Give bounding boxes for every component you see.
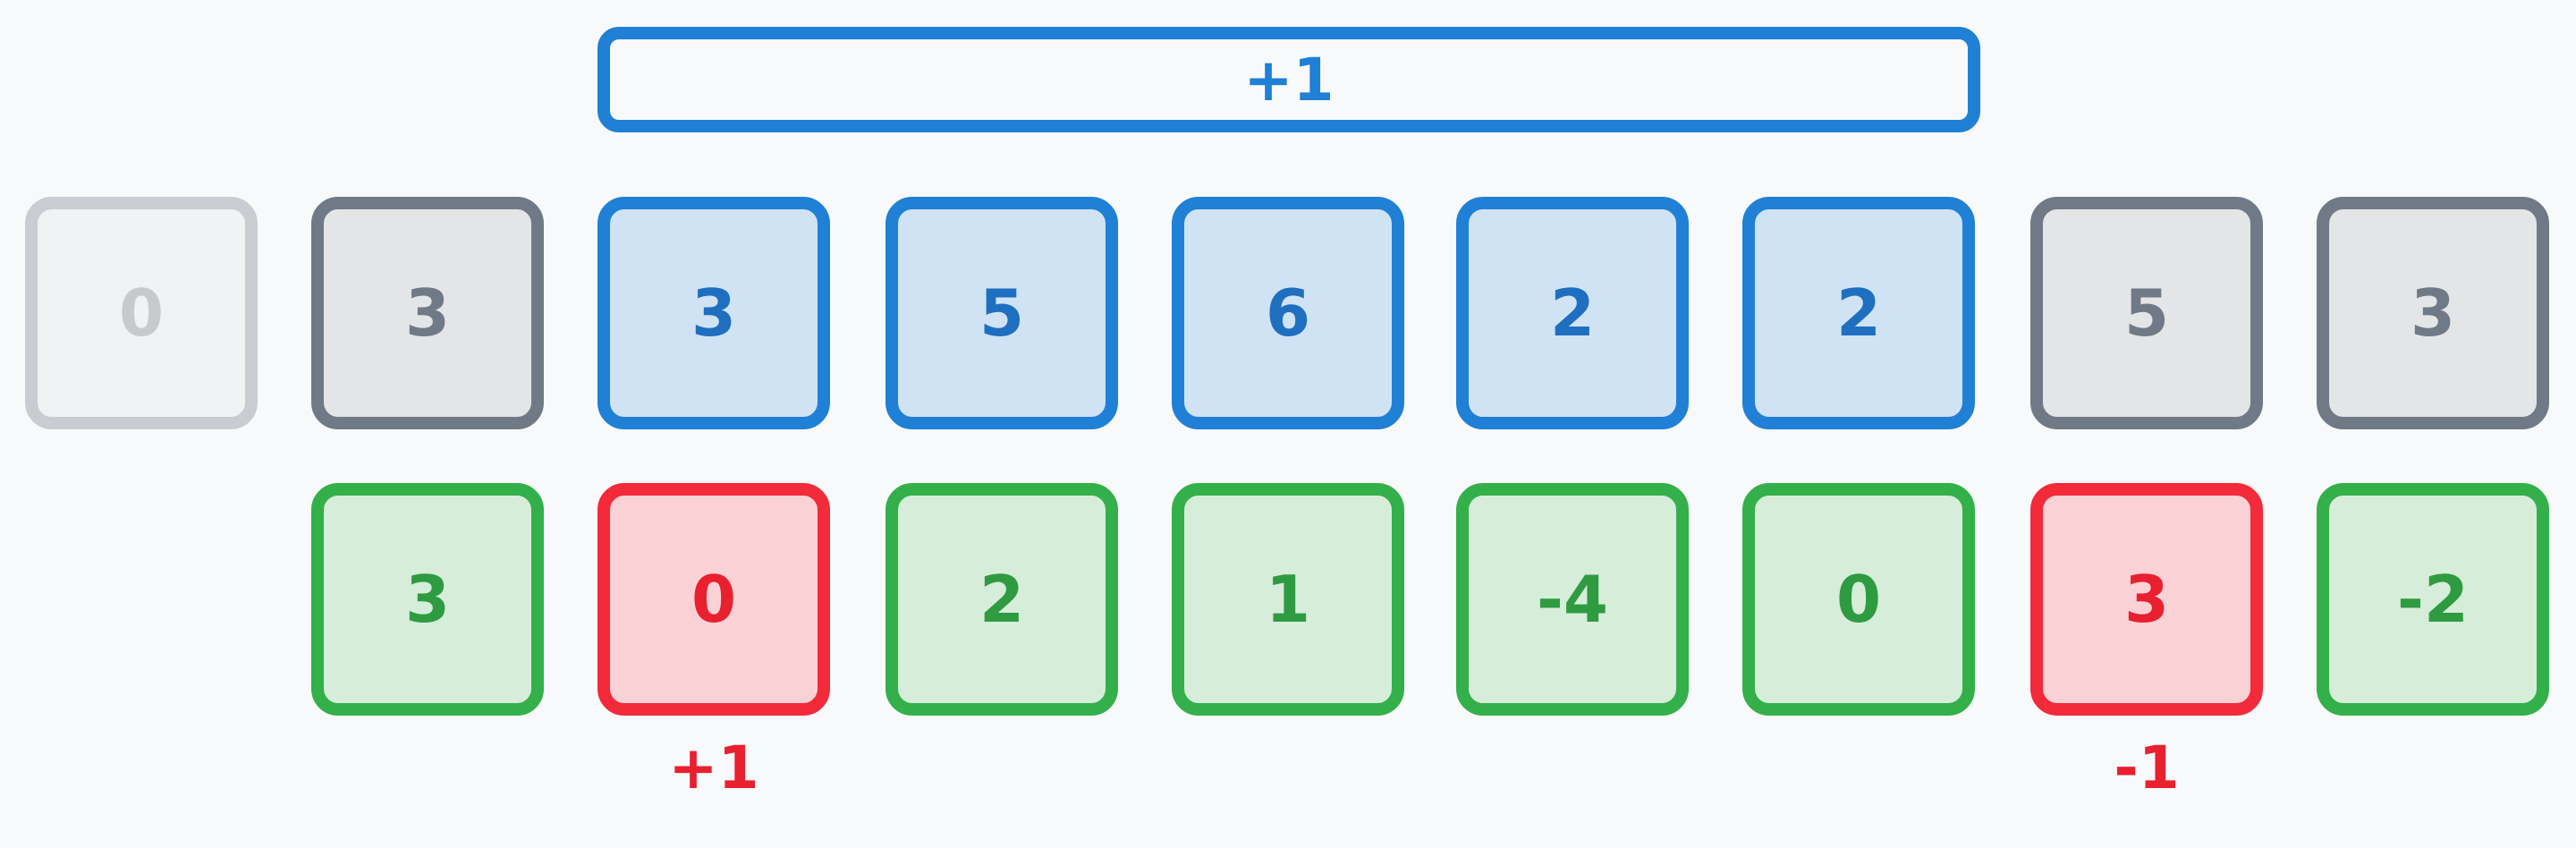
diff-cell-modified: 3	[2030, 483, 2263, 716]
end-delta-label: -1	[2114, 734, 2180, 802]
array-cell-in-range: 2	[1456, 197, 1689, 429]
range-update-label: +1	[1243, 45, 1335, 114]
diff-cell: -2	[2317, 483, 2549, 716]
diff-cell: -4	[1456, 483, 1689, 716]
diff-cell-modified: 0	[597, 483, 830, 716]
start-delta-label: +1	[668, 734, 759, 802]
range-update-bar: +1	[597, 27, 1980, 132]
array-cell: 0	[25, 197, 258, 429]
array-cell-in-range: 3	[597, 197, 830, 429]
array-cell: 3	[311, 197, 544, 429]
array-cell: 5	[2030, 197, 2263, 429]
array-cell-in-range: 2	[1742, 197, 1975, 429]
diff-cell: 2	[886, 483, 1118, 716]
array-cell-in-range: 6	[1172, 197, 1404, 429]
array-cell: 3	[2317, 197, 2549, 429]
array-cell-in-range: 5	[886, 197, 1118, 429]
diff-cell: 0	[1742, 483, 1975, 716]
diff-cell: 1	[1172, 483, 1404, 716]
diff-cell: 3	[311, 483, 544, 716]
